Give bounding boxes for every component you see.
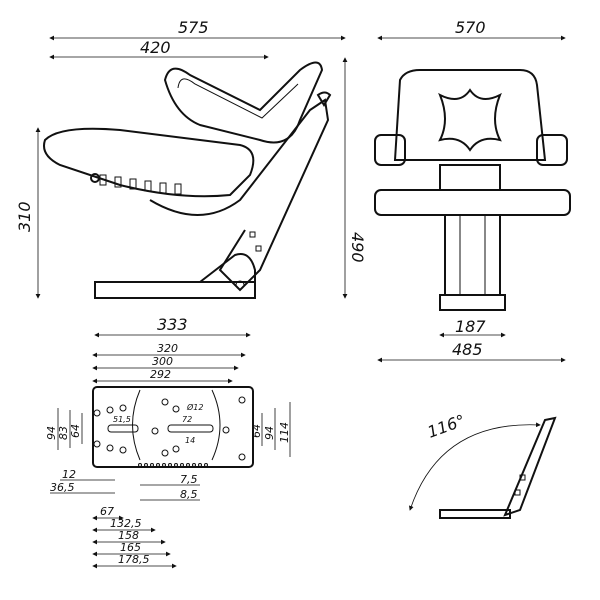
- dim-overall-length: 575: [178, 18, 209, 37]
- dim-8-5: 8,5: [180, 488, 198, 501]
- dim-seat-width: 485: [452, 340, 483, 359]
- dim-right-64: 64: [250, 424, 263, 438]
- dim-36-5: 36,5: [50, 481, 75, 494]
- dim-plate-292: 292: [150, 368, 171, 381]
- base-plate-view: 320 300 292 Ø12 51,5 72 14 94 83 64 64 9…: [45, 342, 291, 569]
- dim-seat-length: 420: [140, 38, 171, 57]
- dim-left-83: 83: [57, 426, 70, 440]
- dim-left-64: 64: [69, 424, 82, 438]
- dim-slot-center: 72: [182, 415, 192, 424]
- dim-recline-angle: 116°: [425, 411, 468, 442]
- dim-slide-width: 187: [455, 317, 486, 336]
- dim-hole-diameter: Ø12: [186, 402, 203, 412]
- dim-overall-width: 570: [455, 18, 486, 37]
- dim-left-94: 94: [45, 426, 58, 440]
- dim-158: 158: [118, 529, 139, 542]
- dim-right-94: 94: [263, 426, 276, 440]
- dim-7-5: 7,5: [180, 473, 198, 486]
- dim-overall-height: 490: [348, 232, 367, 263]
- dim-67: 67: [100, 505, 114, 518]
- hole-row: [138, 463, 208, 467]
- dim-165: 165: [120, 541, 141, 554]
- side-view: 575 420 310 490 333: [15, 18, 367, 338]
- dim-right-114: 114: [278, 422, 291, 443]
- dim-seat-height: 310: [15, 201, 34, 232]
- dim-base-length: 333: [157, 315, 188, 334]
- dim-132-5: 132,5: [110, 517, 142, 530]
- dim-12: 12: [62, 468, 76, 481]
- recline-view: 116°: [408, 411, 557, 519]
- seat-cushion-slots: [99, 174, 182, 195]
- dim-slot-height: 14: [185, 436, 195, 445]
- front-view: 570 187 485: [374, 18, 571, 363]
- dim-plate-300: 300: [152, 355, 173, 368]
- dim-plate-320: 320: [157, 342, 178, 355]
- dim-slot-left: 51,5: [113, 415, 131, 424]
- dim-178-5: 178,5: [118, 553, 150, 566]
